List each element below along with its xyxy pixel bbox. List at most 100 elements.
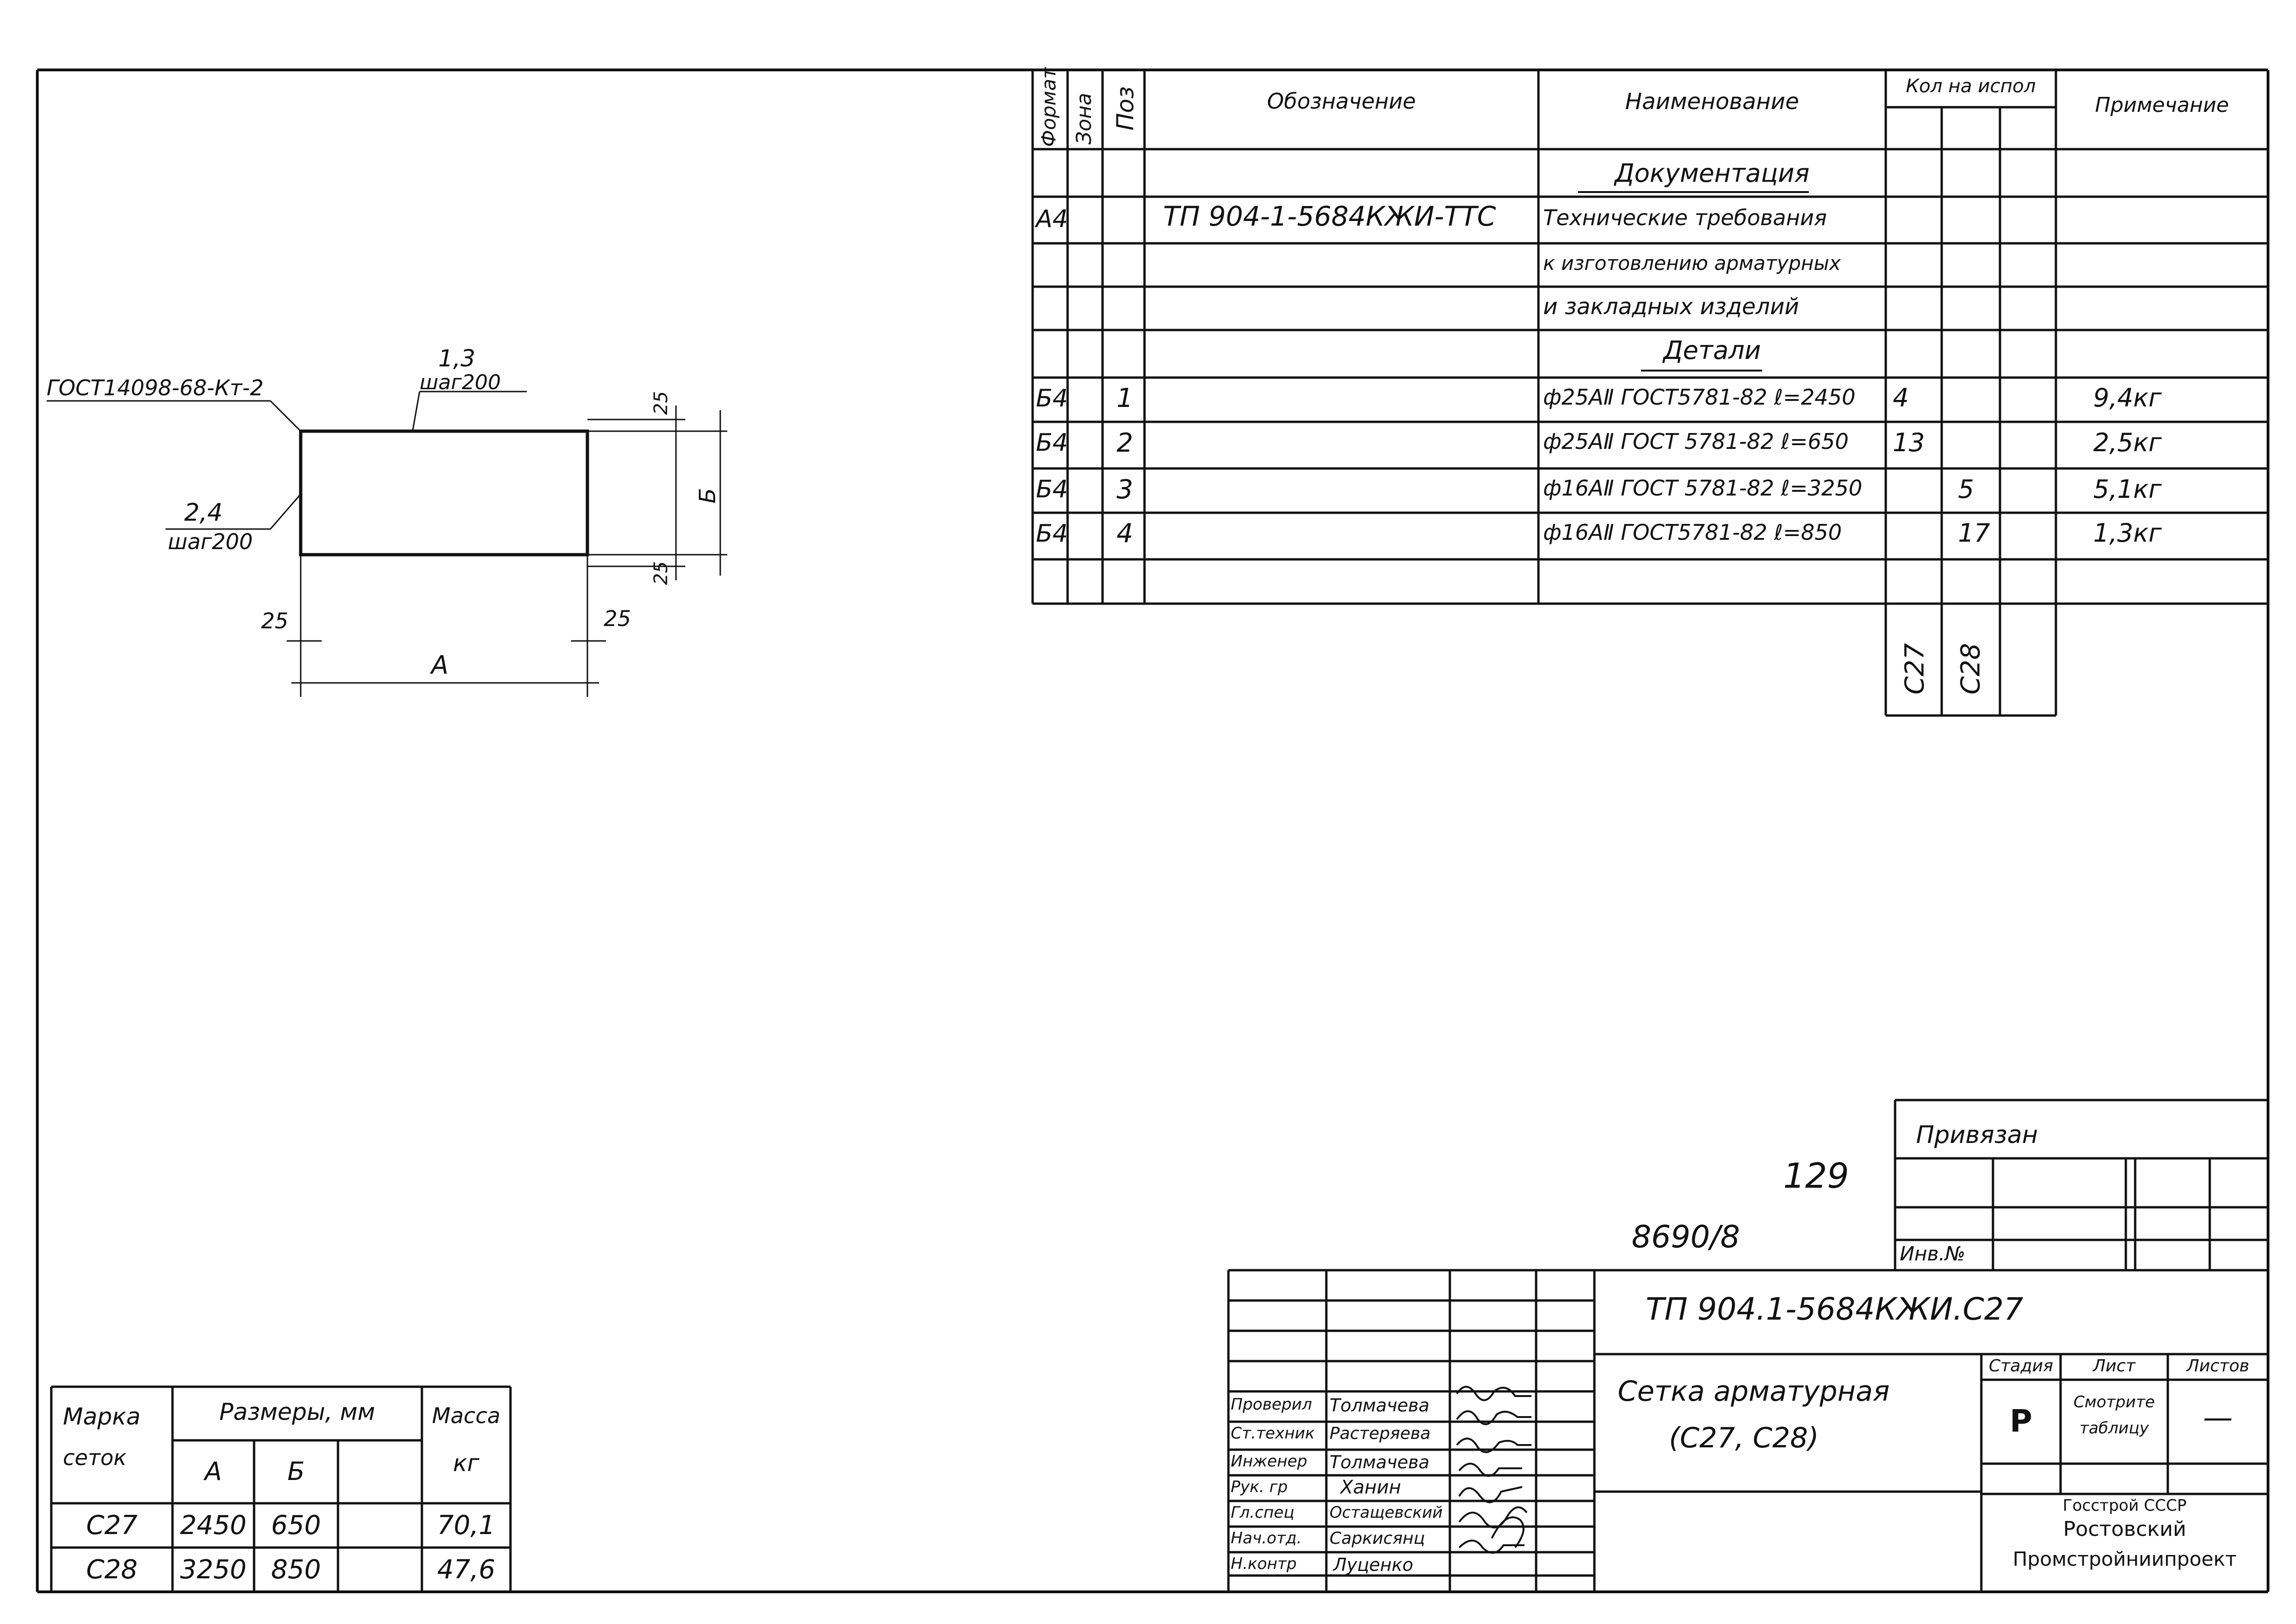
header-zone: Зона (1072, 93, 1096, 145)
role-label: Рук. гр (1231, 1478, 1288, 1496)
number-129: 129 (1783, 1156, 1849, 1196)
sizes-h-mark: Марка (63, 1403, 141, 1430)
doc-name-line3: и закладных изделий (1543, 294, 1800, 320)
role-label: Ст.техник (1231, 1424, 1315, 1443)
doc-code: ТП 904.1-5684КЖИ.С27 (1646, 1291, 2024, 1327)
header-qty: Кол на испол (1906, 76, 2036, 97)
item-format: Б4 (1036, 520, 1068, 548)
header-designation: Обозначение (1267, 89, 1416, 114)
item-name: ф25АⅡ ГОСТ5781-82 ℓ=2450 (1543, 385, 1856, 410)
doc-designation: ТП 904-1-5684КЖИ-ТТС (1163, 200, 1496, 232)
left-label-pos: 2,4 (184, 499, 223, 527)
top-label-step: шаг200 (420, 371, 501, 394)
sizes-a: 3250 (180, 1555, 247, 1585)
item-name: ф16АⅡ ГОСТ 5781-82 ℓ=3250 (1543, 475, 1862, 501)
sizes-h-sizes: Размеры, мм (219, 1398, 375, 1425)
mesh-drawing (47, 391, 727, 697)
item-format: Б4 (1036, 385, 1068, 413)
org-line3: Промстройниипроект (2013, 1548, 2237, 1570)
item-qty-c28: 17 (1958, 518, 1990, 548)
number-8690: 8690/8 (1632, 1219, 1740, 1255)
item-pos: 3 (1117, 475, 1133, 505)
role-name: Луценко (1333, 1555, 1413, 1575)
org-line1: Госстрой СССР (2062, 1496, 2187, 1515)
stage-label: Стадия (1988, 1356, 2054, 1376)
bound-box-grid (1894, 1099, 2268, 1270)
item-qty-c27: 13 (1893, 428, 1925, 457)
section-docs: Документация (1614, 158, 1810, 188)
sizes-mark: С28 (86, 1555, 138, 1585)
bound-label: Привязан (1916, 1121, 2038, 1149)
role-name: Саркисянц (1330, 1529, 1425, 1548)
item-pos: 4 (1117, 518, 1133, 549)
dim-25-top: 25 (650, 391, 672, 415)
doc-name-line2: к изготовлению арматурных (1543, 252, 1841, 275)
item-format: Б4 (1036, 475, 1068, 503)
dim-A: А (431, 650, 448, 680)
header-note: Примечание (2095, 93, 2229, 117)
role-label: Проверил (1231, 1395, 1312, 1414)
sizes-a: 2450 (180, 1510, 247, 1541)
sizes-b: 850 (271, 1555, 321, 1585)
role-label: Нач.отд. (1231, 1529, 1302, 1548)
item-note: 1,3кг (2093, 518, 2162, 548)
role-name: Остащевский (1330, 1503, 1443, 1522)
item-note: 9,4кг (2093, 383, 2162, 413)
role-name: Растеряева (1330, 1424, 1431, 1443)
role-label: Гл.спец (1231, 1503, 1295, 1522)
sizes-table-grid (50, 1385, 512, 1592)
sizes-mass: 47,6 (437, 1555, 496, 1585)
signature-scribbles (1456, 1386, 1531, 1554)
doc-name-line1: Технические требования (1543, 205, 1827, 230)
sheets-label: Листов (2186, 1356, 2249, 1376)
header-format: Формат (1037, 67, 1060, 147)
org-line2: Ростовский (2063, 1517, 2186, 1541)
sizes-h-mass: Масса (432, 1403, 501, 1428)
top-label-pos: 1,3 (438, 345, 476, 372)
item-qty-c28: 5 (1958, 475, 1974, 504)
dim-B: Б (695, 488, 721, 503)
dim-25-right: 25 (604, 606, 631, 631)
item-qty-c27: 4 (1893, 383, 1909, 413)
sizes-b: 650 (271, 1510, 321, 1541)
title-line1: Сетка арматурная (1618, 1375, 1890, 1408)
item-name: ф25АⅡ ГОСТ 5781-82 ℓ=650 (1543, 429, 1849, 454)
sizes-mass: 70,1 (437, 1510, 496, 1541)
dim-25-left: 25 (261, 608, 289, 633)
sizes-h-mass-unit: кг (453, 1450, 480, 1477)
sheet-value: Смотрите таблицу (2073, 1393, 2155, 1438)
left-label-step: шаг200 (168, 529, 253, 554)
spec-table-grid (1031, 70, 2268, 717)
item-note: 5,1кг (2093, 475, 2162, 504)
sizes-h-mark2: сеток (63, 1445, 127, 1470)
role-name: Толмачева (1330, 1452, 1430, 1473)
doc-format: А4 (1036, 205, 1068, 233)
variant-label-c27: С27 (1900, 643, 1930, 695)
variant-label-c28: С28 (1956, 643, 1986, 695)
sheet-label: Лист (2093, 1356, 2136, 1376)
section-parts: Детали (1663, 336, 1761, 365)
role-name: Толмачева (1330, 1395, 1430, 1416)
item-note: 2,5кг (2093, 428, 2162, 457)
sheets-value: — (2203, 1401, 2233, 1435)
sizes-h-b: Б (287, 1457, 305, 1486)
item-name: ф16АⅡ ГОСТ5781-82 ℓ=850 (1543, 520, 1842, 545)
header-name: Наименование (1625, 89, 1799, 115)
dim-25-bottom: 25 (650, 561, 672, 585)
item-pos: 2 (1117, 428, 1133, 458)
role-label: Инженер (1231, 1452, 1307, 1471)
item-format: Б4 (1036, 429, 1068, 457)
role-name: Ханин (1340, 1477, 1401, 1498)
sizes-h-a: А (205, 1457, 222, 1486)
weld-label: ГОСТ14098-68-Кт-2 (47, 375, 264, 400)
sizes-mark: С27 (86, 1510, 138, 1541)
title-line2: (С27, С28) (1669, 1422, 1819, 1454)
title-block-grid (1227, 1269, 2268, 1592)
role-label: Н.контр (1231, 1555, 1297, 1573)
item-pos: 1 (1117, 383, 1133, 413)
header-pos: Поз (1112, 86, 1139, 131)
stage-value: Р (2009, 1403, 2033, 1439)
inv-label: Инв.№ (1900, 1242, 1965, 1265)
